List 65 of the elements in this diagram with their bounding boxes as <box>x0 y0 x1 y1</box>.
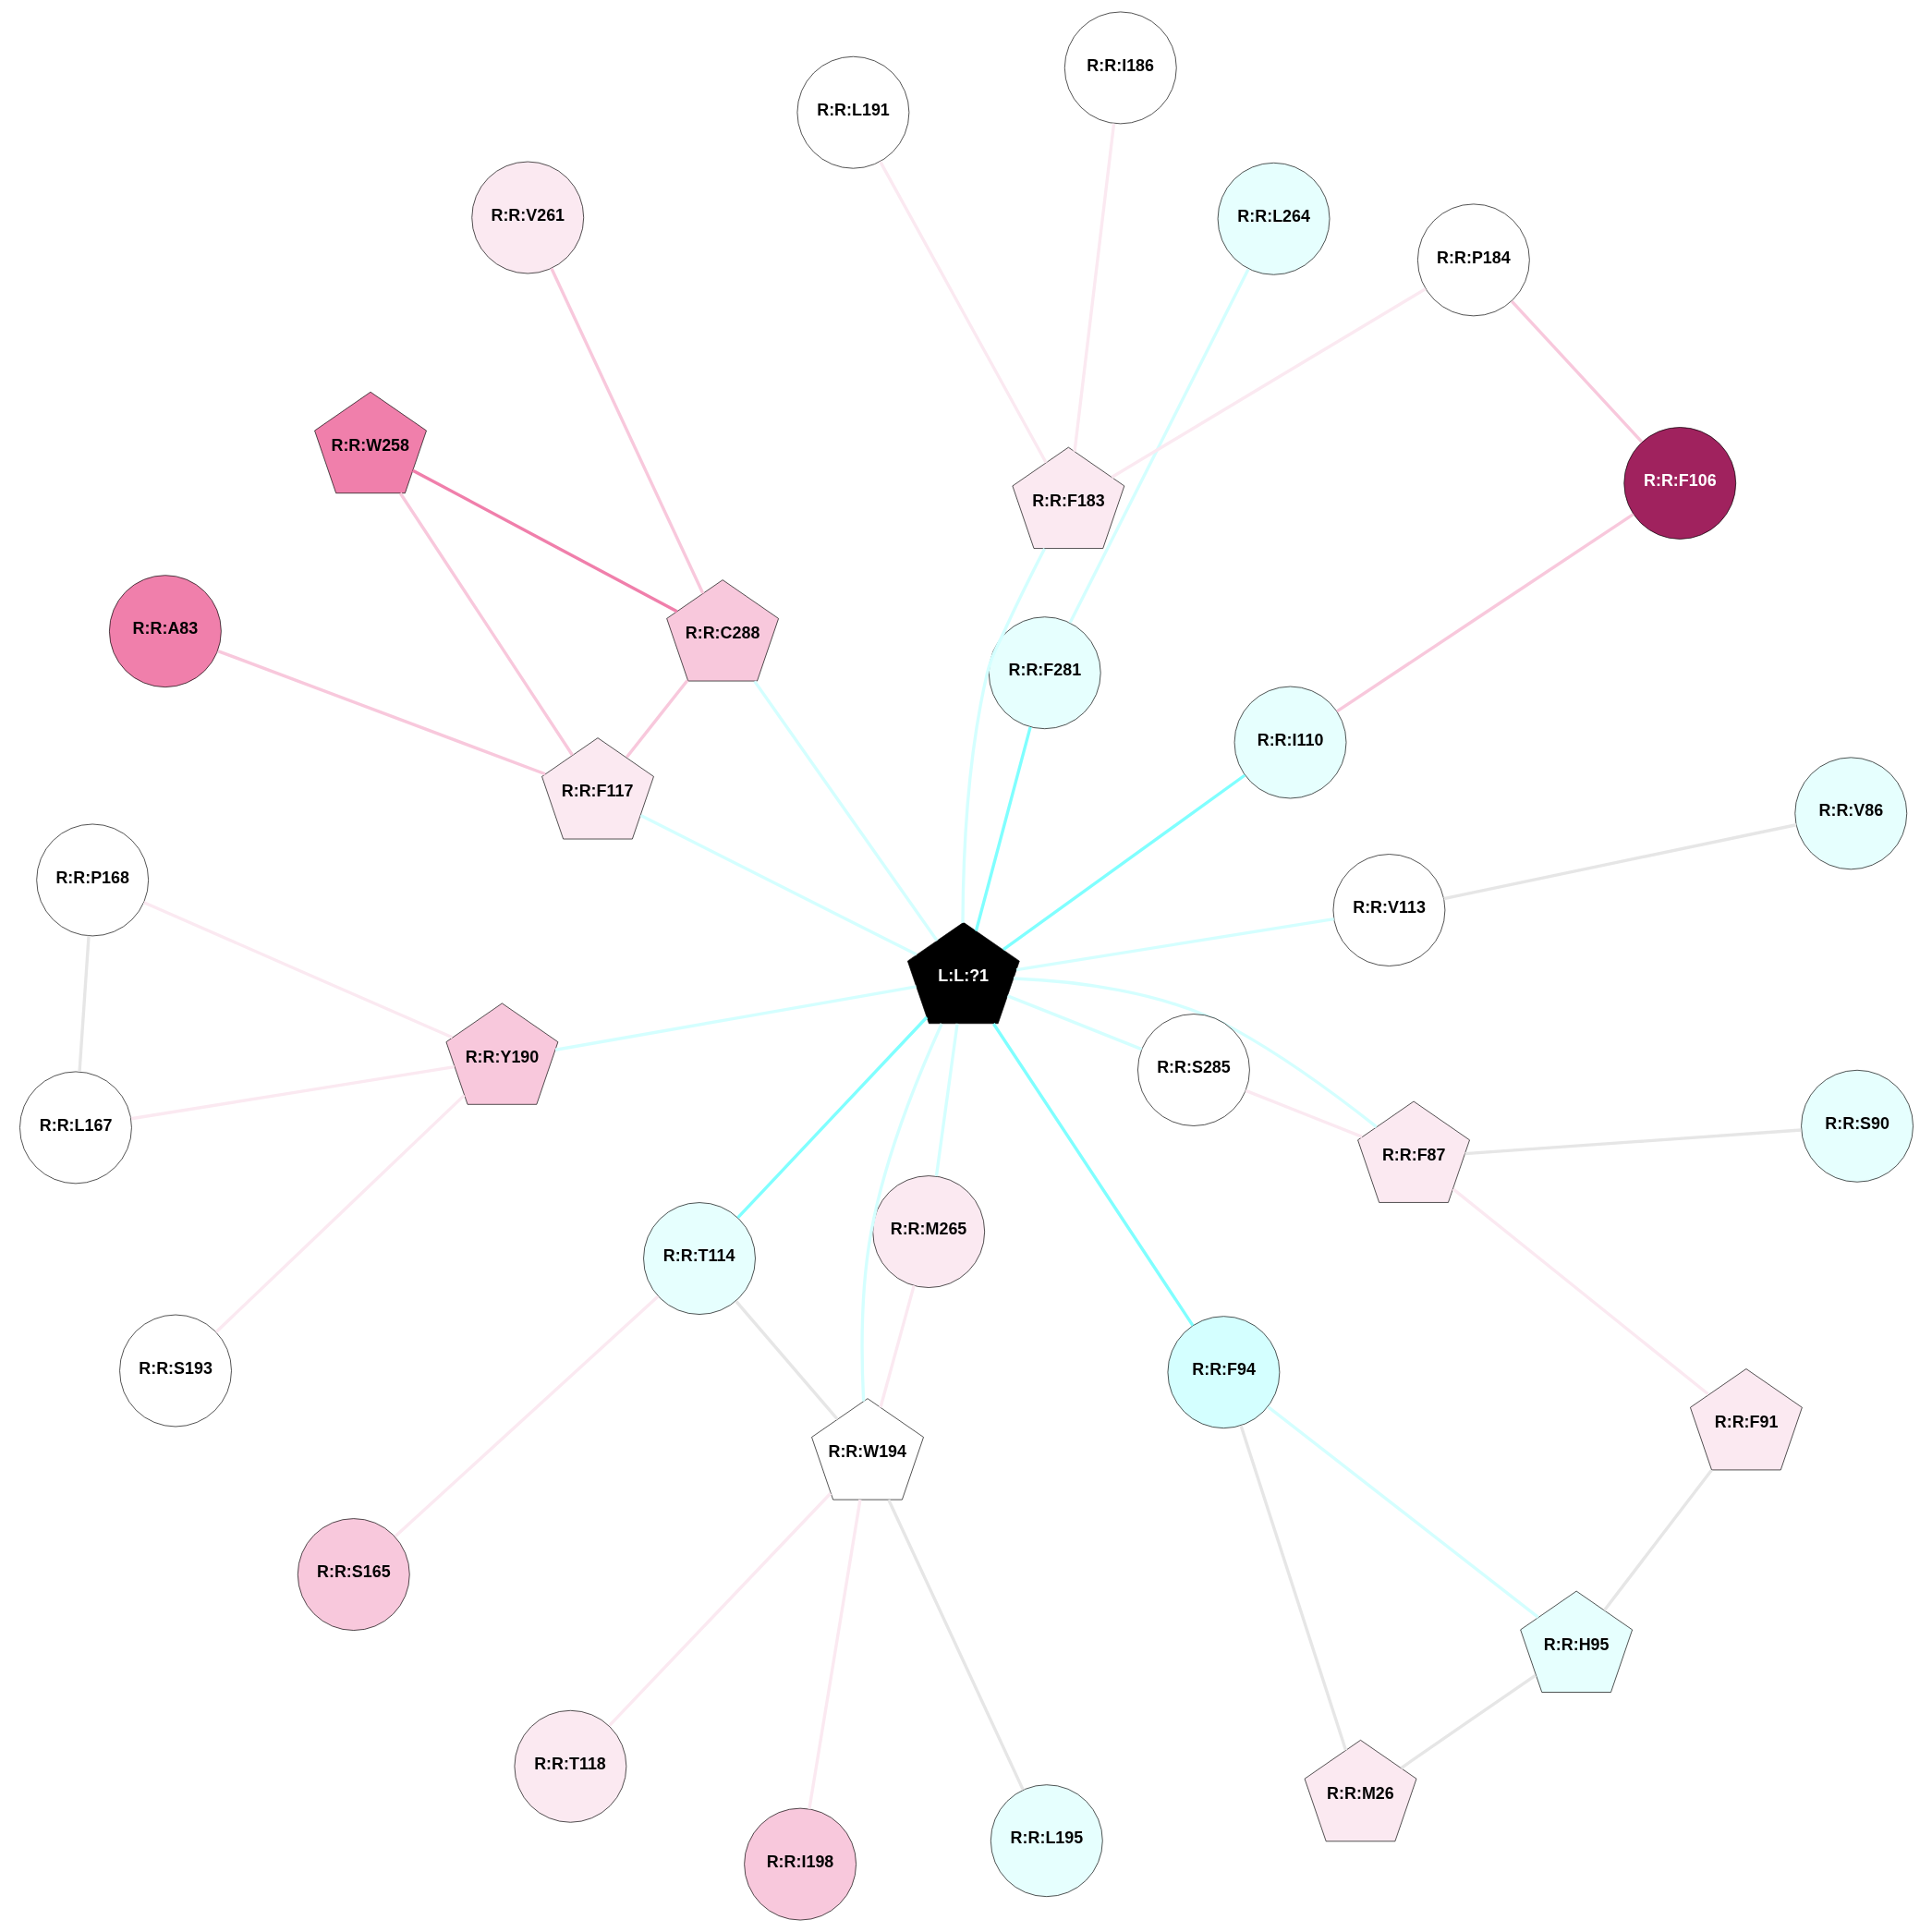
node-circle: R:R:S285 <box>1136 1014 1250 1126</box>
node-circle: R:R:I186 <box>1063 11 1177 125</box>
connector <box>1400 1673 1537 1769</box>
connector <box>878 1285 916 1408</box>
connector <box>1602 1468 1713 1611</box>
connector <box>960 547 1046 923</box>
connector <box>991 1023 1194 1327</box>
connector <box>1245 1088 1363 1138</box>
connector <box>393 1294 659 1538</box>
connector <box>1068 268 1250 624</box>
node-circle: R:R:F281 <box>988 616 1101 730</box>
connector <box>1110 287 1427 479</box>
node-circle: R:R:T114 <box>642 1202 756 1315</box>
connector <box>1464 1128 1801 1156</box>
connector <box>216 650 546 776</box>
connector <box>625 679 688 759</box>
node-circle: R:R:S90 <box>1800 1069 1914 1183</box>
node-circle: R:R:S165 <box>297 1518 410 1631</box>
connector <box>549 267 704 595</box>
connector <box>1452 1187 1709 1396</box>
connector <box>1442 823 1796 901</box>
connector <box>1015 917 1334 972</box>
node-circle: R:R:F106 <box>1622 427 1736 540</box>
connector <box>974 726 1032 931</box>
connector <box>1006 994 1142 1051</box>
connector <box>639 814 917 956</box>
connector <box>859 1023 943 1402</box>
connector <box>1335 513 1634 713</box>
connector <box>1072 123 1115 452</box>
node-circle: R:R:L264 <box>1217 162 1330 275</box>
connector <box>398 492 574 757</box>
connector <box>807 1499 862 1810</box>
connector <box>934 1023 959 1177</box>
connector <box>734 1300 839 1421</box>
connector <box>214 1094 466 1333</box>
node-circle: R:R:V113 <box>1332 854 1445 966</box>
node-circle: R:R:V261 <box>470 161 584 274</box>
node-circle: R:R:I198 <box>743 1807 857 1921</box>
node-circle: R:R:F94 <box>1167 1316 1280 1428</box>
connector <box>1266 1405 1539 1619</box>
node-circle: R:R:T118 <box>514 1709 626 1823</box>
connector <box>735 1015 928 1220</box>
connector <box>130 1065 455 1121</box>
node-circle: R:R:M265 <box>871 1175 985 1288</box>
node-circle: R:R:A83 <box>108 575 222 687</box>
connector <box>411 468 677 614</box>
node-circle: R:R:S193 <box>118 1314 232 1428</box>
node-circle: R:R:P168 <box>35 823 149 937</box>
connector <box>554 985 917 1051</box>
node-circle: R:R:L195 <box>990 1784 1103 1897</box>
connector <box>752 680 938 942</box>
connector <box>77 935 91 1072</box>
node-circle: R:R:P184 <box>1416 203 1530 317</box>
connector <box>878 161 1048 464</box>
node-circle: R:R:V86 <box>1793 757 1907 870</box>
connector <box>142 901 453 1039</box>
node-circle: R:R:L191 <box>796 55 909 169</box>
connector <box>886 1499 1025 1791</box>
connector <box>1013 977 1378 1128</box>
connector <box>1239 1425 1347 1751</box>
connector <box>1002 773 1245 951</box>
node-circle: R:R:I110 <box>1233 686 1346 799</box>
connector <box>607 1492 832 1727</box>
node-circle: R:R:L167 <box>18 1071 132 1185</box>
connector <box>1510 300 1643 444</box>
